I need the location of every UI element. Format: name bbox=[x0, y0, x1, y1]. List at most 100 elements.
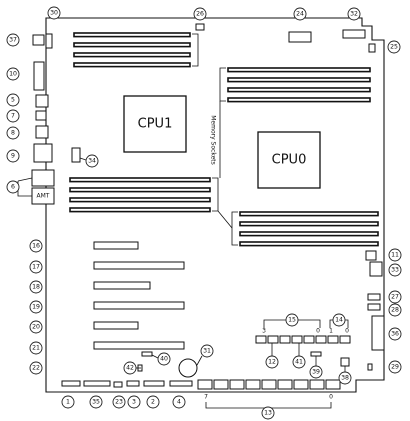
callout-34: 34 bbox=[85, 154, 99, 168]
bracket-14-right-index: 0 bbox=[345, 328, 349, 335]
dimm-slot bbox=[227, 67, 371, 73]
pcie-slot bbox=[93, 261, 185, 270]
svg-text:21: 21 bbox=[32, 345, 40, 352]
component-39 bbox=[310, 351, 322, 357]
sata-port bbox=[325, 379, 341, 390]
svg-text:38: 38 bbox=[341, 375, 349, 382]
svg-text:11: 11 bbox=[391, 252, 399, 259]
rear-io-port-8 bbox=[35, 125, 49, 139]
bottom-connector-23 bbox=[113, 381, 123, 388]
bracket-15-left-index: 3 bbox=[262, 328, 266, 335]
callout-8: 8 bbox=[6, 126, 20, 140]
bottom-connector-3 bbox=[126, 380, 140, 387]
sata-port bbox=[229, 379, 245, 390]
svg-text:17: 17 bbox=[32, 264, 40, 271]
svg-text:19: 19 bbox=[32, 304, 40, 311]
component-38 bbox=[340, 357, 350, 367]
memory-bracket-cpu0-lower bbox=[231, 211, 238, 246]
memory-bracket-cpu1-upper bbox=[192, 33, 199, 67]
bottom-connector-1 bbox=[61, 380, 81, 387]
top-connector-24 bbox=[288, 31, 312, 43]
memory-leader-lower bbox=[217, 210, 233, 229]
callout-9: 9 bbox=[6, 149, 20, 163]
callout-24: 24 bbox=[293, 7, 307, 21]
callout-1: 1 bbox=[61, 395, 75, 409]
svg-text:5: 5 bbox=[11, 97, 15, 104]
callout-16: 16 bbox=[29, 239, 43, 253]
bracket-13-left-index: 7 bbox=[204, 394, 208, 401]
leader-34 bbox=[79, 157, 87, 161]
bottom-connectors bbox=[61, 380, 193, 388]
svg-text:16: 16 bbox=[32, 243, 40, 250]
cpu0-socket bbox=[257, 131, 321, 189]
callout-27: 27 bbox=[388, 290, 402, 304]
svg-text:13: 13 bbox=[264, 410, 272, 417]
memory-bracket-cpu0-upper bbox=[219, 67, 226, 102]
cpu0-label: CPU0 bbox=[272, 153, 307, 168]
sata-port bbox=[245, 379, 261, 390]
bottom-connector-4 bbox=[169, 380, 193, 387]
svg-text:25: 25 bbox=[390, 44, 398, 51]
callout-11: 11 bbox=[388, 248, 402, 262]
svg-text:33: 33 bbox=[391, 267, 399, 274]
svg-text:26: 26 bbox=[196, 11, 204, 18]
svg-text:3: 3 bbox=[132, 399, 136, 406]
bottom-connector-35 bbox=[83, 380, 111, 387]
callout-22: 22 bbox=[29, 361, 43, 375]
callout-17: 17 bbox=[29, 260, 43, 274]
header bbox=[327, 335, 339, 344]
callout-2: 2 bbox=[146, 395, 160, 409]
bottom-connector-2 bbox=[143, 380, 165, 387]
callout-30: 30 bbox=[47, 6, 61, 20]
svg-text:8: 8 bbox=[11, 130, 15, 137]
callout-28: 28 bbox=[388, 303, 402, 317]
callout-41: 41 bbox=[292, 355, 306, 369]
leader-31 bbox=[196, 355, 203, 366]
rear-io-port-9 bbox=[33, 143, 53, 163]
callout-23: 23 bbox=[112, 395, 126, 409]
svg-text:29: 29 bbox=[391, 364, 399, 371]
memory-slots-cpu1-upper bbox=[73, 32, 191, 68]
svg-text:9: 9 bbox=[11, 153, 15, 160]
header bbox=[291, 335, 303, 344]
component-36 bbox=[371, 315, 385, 351]
dimm-slot bbox=[69, 177, 211, 183]
dimm-slot bbox=[73, 32, 191, 38]
callout-40: 40 bbox=[157, 352, 171, 366]
component-11 bbox=[365, 250, 377, 261]
top-connector-25 bbox=[368, 43, 376, 53]
svg-text:15: 15 bbox=[288, 317, 296, 324]
bracket-14-left-index: 1 bbox=[329, 328, 333, 335]
callout-31: 31 bbox=[200, 344, 214, 358]
callout-10: 10 bbox=[6, 67, 20, 81]
svg-text:24: 24 bbox=[296, 11, 304, 18]
bracket-15-right-index: 0 bbox=[316, 328, 320, 335]
component-33 bbox=[369, 261, 383, 277]
rear-io-port-6a bbox=[31, 169, 55, 187]
sata-ports bbox=[197, 379, 341, 390]
component-34 bbox=[71, 147, 81, 163]
cpu1-socket bbox=[123, 95, 187, 153]
header bbox=[279, 335, 291, 344]
pcie-slot bbox=[93, 301, 185, 310]
dimm-slot bbox=[227, 87, 371, 93]
sata-port bbox=[213, 379, 229, 390]
callout-19: 19 bbox=[29, 300, 43, 314]
sata-port bbox=[293, 379, 309, 390]
dimm-slot bbox=[239, 241, 379, 247]
dimm-slot bbox=[69, 187, 211, 193]
svg-text:35: 35 bbox=[92, 399, 100, 406]
callout-39: 39 bbox=[309, 365, 323, 379]
svg-text:20: 20 bbox=[32, 324, 40, 331]
callout-5: 5 bbox=[6, 93, 20, 107]
dimm-slot bbox=[69, 207, 211, 213]
rear-io-port-10 bbox=[33, 61, 45, 91]
amt-label: AMT bbox=[37, 193, 50, 200]
header-row bbox=[255, 335, 351, 344]
callout-14: 14 bbox=[332, 313, 346, 327]
callout-25: 25 bbox=[387, 40, 401, 54]
dimm-slot bbox=[73, 52, 191, 58]
rear-io-port-37 bbox=[32, 34, 45, 46]
memory-slots-cpu0-lower bbox=[239, 211, 379, 247]
